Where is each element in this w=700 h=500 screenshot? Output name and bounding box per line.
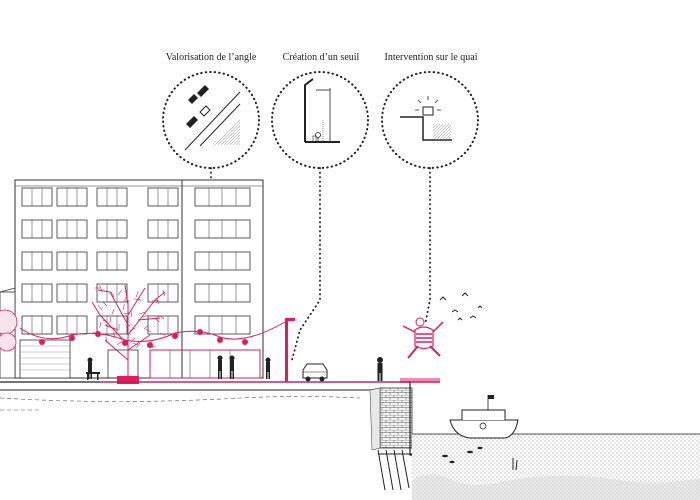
- window: [21, 219, 53, 239]
- light-bulb: [69, 335, 75, 341]
- window: [96, 219, 128, 239]
- callout-title-angle: Valorisation de l’angle: [165, 52, 257, 63]
- boat: [449, 395, 519, 439]
- apartment-building: [14, 179, 264, 379]
- window: [96, 315, 128, 335]
- window: [147, 219, 179, 239]
- building-windows: [21, 187, 179, 335]
- window: [194, 283, 251, 303]
- callout-title-seuil: Création d’un seuil: [282, 52, 360, 63]
- neighbour-building: [0, 287, 18, 379]
- window: [56, 315, 88, 335]
- bench: [86, 372, 100, 380]
- light-bulb: [147, 342, 153, 348]
- string-lights: [19, 321, 286, 348]
- light-bulb: [197, 329, 203, 335]
- window: [194, 251, 251, 271]
- pedestrians: [87, 355, 383, 381]
- light-bulb: [242, 339, 248, 345]
- window: [194, 219, 251, 239]
- car: [302, 363, 328, 382]
- window: [96, 251, 128, 271]
- canal-water: [412, 433, 700, 500]
- light-bulb: [122, 340, 128, 346]
- light-bulb: [39, 339, 45, 345]
- light-bulb: [95, 331, 101, 337]
- threshold-post: [285, 318, 295, 382]
- window: [56, 219, 88, 239]
- callout-title-quai: Intervention sur le quai: [384, 52, 478, 63]
- window: [21, 251, 53, 271]
- window: [147, 251, 179, 271]
- window: [21, 315, 53, 335]
- window: [21, 187, 53, 207]
- reeds: [512, 458, 518, 471]
- window: [56, 187, 88, 207]
- window: [147, 187, 179, 207]
- light-bulb: [172, 333, 178, 339]
- threshold-detail-icon: [304, 78, 340, 143]
- window: [96, 187, 128, 207]
- building-windows-right: [194, 187, 251, 335]
- light-bulb: [217, 337, 223, 343]
- window: [21, 283, 53, 303]
- quay-detail-icon: [400, 96, 452, 141]
- window: [56, 283, 88, 303]
- window: [194, 187, 251, 207]
- callout-quai: [381, 71, 479, 169]
- birds: [439, 292, 483, 321]
- diving-person: [402, 317, 444, 359]
- corner-detail-icon: [184, 85, 241, 151]
- window: [56, 251, 88, 271]
- callout-angle: [162, 71, 260, 169]
- callout-seuil: [271, 71, 369, 169]
- window: [194, 315, 251, 335]
- window: [96, 283, 128, 303]
